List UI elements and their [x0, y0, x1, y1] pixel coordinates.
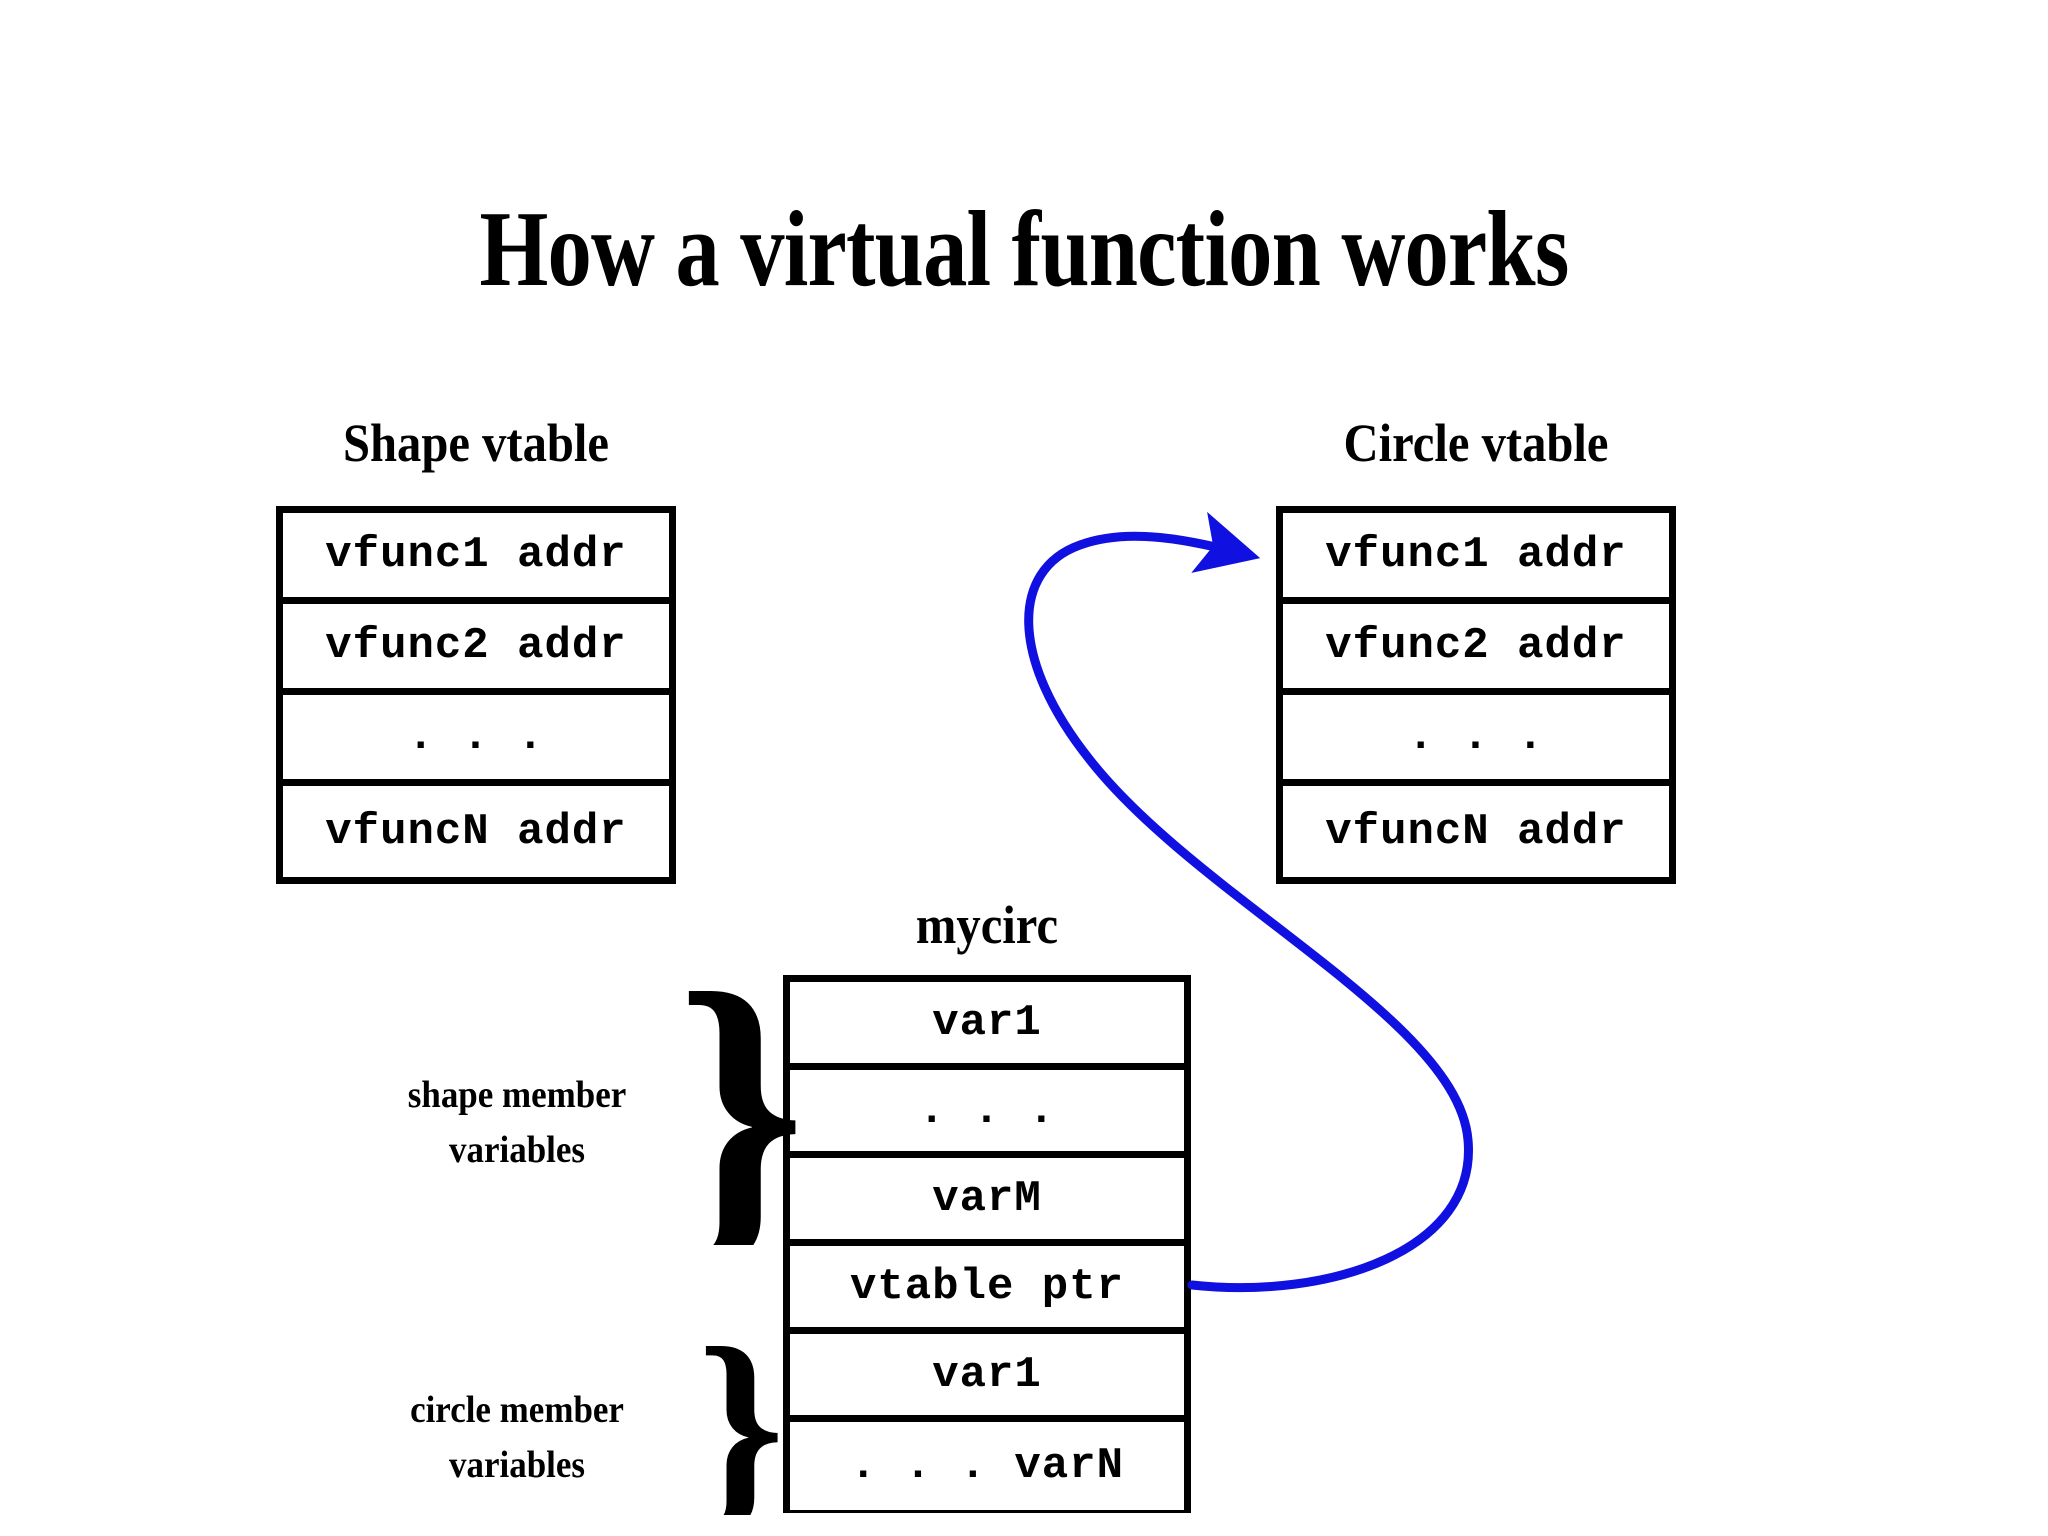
- table-row: . . .: [283, 695, 669, 786]
- shape-members-label: shape member variables: [365, 1068, 669, 1178]
- table-row: vfunc1 addr: [283, 513, 669, 604]
- table-row: vfuncN addr: [1283, 786, 1669, 877]
- circle-members-label-line2: variables: [449, 1444, 585, 1487]
- circle-members-brace: }: [697, 1337, 785, 1515]
- table-row-vtable-ptr: vtable ptr: [790, 1246, 1184, 1334]
- page-title: How a virtual function works: [479, 190, 1569, 309]
- shape-vtable-header: Shape vtable: [342, 413, 610, 473]
- mycirc-object-box: var1 . . . varM vtable ptr var1 . . . va…: [783, 975, 1191, 1513]
- table-row: . . .: [790, 1070, 1184, 1158]
- mycirc-header: mycirc: [915, 895, 1059, 955]
- table-row: varM: [790, 1158, 1184, 1246]
- table-row: . . . varN: [790, 1422, 1184, 1510]
- table-row: . . .: [1283, 695, 1669, 786]
- table-row: vfunc2 addr: [1283, 604, 1669, 695]
- table-row: vfunc2 addr: [283, 604, 669, 695]
- table-row: vfunc1 addr: [1283, 513, 1669, 604]
- shape-members-brace: }: [686, 975, 796, 1245]
- circle-vtable-header: Circle vtable: [1343, 413, 1609, 473]
- table-row: vfuncN addr: [283, 786, 669, 877]
- circle-vtable-box: vfunc1 addr vfunc2 addr . . . vfuncN add…: [1276, 506, 1676, 884]
- table-row: var1: [790, 1334, 1184, 1422]
- shape-members-label-line2: variables: [449, 1129, 585, 1172]
- circle-members-label: circle member variables: [365, 1383, 669, 1493]
- shape-vtable-box: vfunc1 addr vfunc2 addr . . . vfuncN add…: [276, 506, 676, 884]
- shape-members-label-line1: shape member: [407, 1074, 627, 1116]
- table-row: var1: [790, 982, 1184, 1070]
- circle-members-label-line1: circle member: [410, 1389, 624, 1431]
